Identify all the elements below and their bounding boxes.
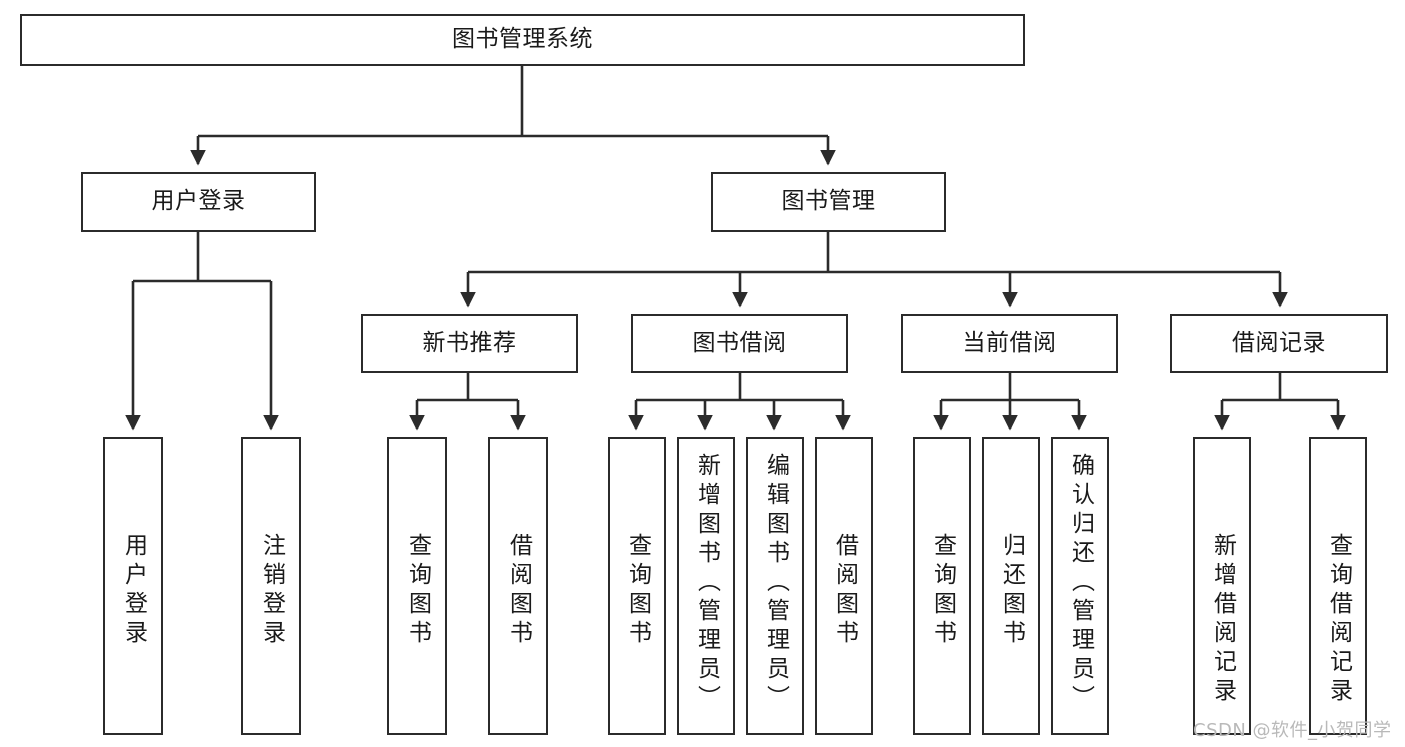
leaf-user-login-signin-label: 用户登录 (120, 533, 147, 649)
leaf-current-confirm-return-admin[interactable]: 确认归还（管理员） (1051, 437, 1109, 735)
leaf-user-login-signout-label: 注销登录 (258, 533, 285, 649)
leaf-newbook-borrow-books-label: 借阅图书 (505, 533, 532, 649)
leaf-record-add-record-label: 新增借阅记录 (1209, 533, 1236, 707)
leaf-current-query-books-label: 查询图书 (929, 533, 956, 649)
node-book-borrowing[interactable]: 图书借阅 (631, 314, 848, 373)
node-user-login[interactable]: 用户登录 (81, 172, 316, 232)
leaf-borrow-edit-book-admin-label: 编辑图书（管理员） (762, 453, 789, 714)
node-borrowing-records-label: 借阅记录 (1232, 329, 1326, 356)
leaf-record-add-record[interactable]: 新增借阅记录 (1193, 437, 1251, 735)
node-new-book-recommendation[interactable]: 新书推荐 (361, 314, 578, 373)
leaf-borrow-borrow-books[interactable]: 借阅图书 (815, 437, 873, 735)
node-book-borrowing-label: 图书借阅 (692, 329, 787, 356)
leaf-current-confirm-return-admin-label: 确认归还（管理员） (1067, 453, 1094, 714)
leaf-record-query-record-label: 查询借阅记录 (1325, 533, 1352, 707)
leaf-newbook-borrow-books[interactable]: 借阅图书 (488, 437, 548, 735)
leaf-current-return-books-label: 归还图书 (998, 533, 1025, 649)
node-new-book-recommendation-label: 新书推荐 (422, 329, 517, 356)
leaf-user-login-signin[interactable]: 用户登录 (103, 437, 163, 735)
leaf-user-login-signout[interactable]: 注销登录 (241, 437, 301, 735)
leaf-current-return-books[interactable]: 归还图书 (982, 437, 1040, 735)
leaf-record-query-record[interactable]: 查询借阅记录 (1309, 437, 1367, 735)
node-current-borrowing[interactable]: 当前借阅 (901, 314, 1118, 373)
leaf-borrow-query-books[interactable]: 查询图书 (608, 437, 666, 735)
leaf-newbook-query-books-label: 查询图书 (404, 533, 431, 649)
leaf-borrow-edit-book-admin[interactable]: 编辑图书（管理员） (746, 437, 804, 735)
node-root[interactable]: 图书管理系统 (20, 14, 1025, 66)
node-book-management-label: 图书管理 (781, 188, 876, 215)
node-user-login-label: 用户登录 (151, 188, 246, 215)
node-root-label: 图书管理系统 (452, 26, 593, 53)
leaf-borrow-add-book-admin[interactable]: 新增图书（管理员） (677, 437, 735, 735)
leaf-current-query-books[interactable]: 查询图书 (913, 437, 971, 735)
leaf-borrow-query-books-label: 查询图书 (624, 533, 651, 649)
node-borrowing-records[interactable]: 借阅记录 (1170, 314, 1388, 373)
node-current-borrowing-label: 当前借阅 (962, 329, 1057, 356)
leaf-borrow-borrow-books-label: 借阅图书 (831, 533, 858, 649)
leaf-newbook-query-books[interactable]: 查询图书 (387, 437, 447, 735)
node-book-management[interactable]: 图书管理 (711, 172, 946, 232)
leaf-borrow-add-book-admin-label: 新增图书（管理员） (693, 453, 720, 714)
